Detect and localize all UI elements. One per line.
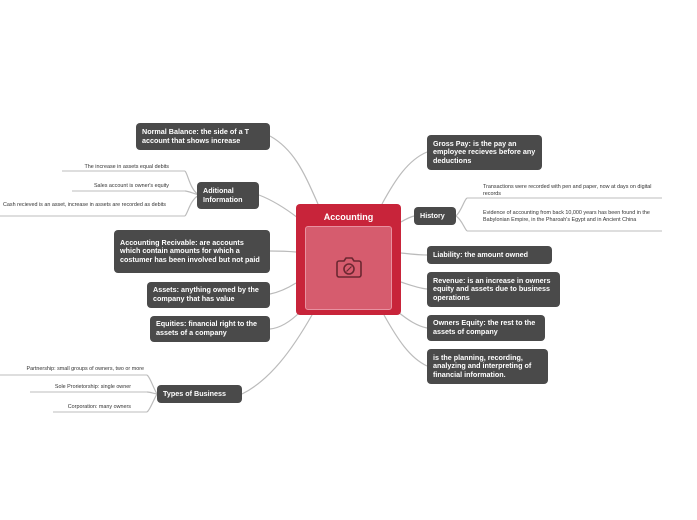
connector-equities <box>269 311 301 330</box>
connector-aditional-leaf-1 <box>184 170 200 196</box>
connector-revenue <box>400 281 428 290</box>
connector-gross-pay <box>381 151 428 205</box>
topic-equities[interactable]: Equities: financial right to the assets … <box>150 316 270 342</box>
topic-liability-label: Liability: the amount owned <box>433 249 529 259</box>
connector-assets <box>269 282 297 295</box>
leaf-aditional-info-1: The increase in assets equal debits <box>84 164 169 170</box>
leaf-aditional-info-2: Sales account is owner's equity <box>93 183 169 189</box>
connector-history <box>400 215 415 223</box>
connector-liability <box>400 252 428 256</box>
leaf-aditional-info-3: Cash recieved is an asset, increase in a… <box>3 202 167 208</box>
connector-history-leaf-1 <box>455 197 468 217</box>
topic-history[interactable]: History <box>414 207 456 225</box>
connector-types-of-business <box>241 314 313 395</box>
connector-normal-balance <box>269 135 319 205</box>
topic-equities-label: Equities: financial right to the assets … <box>156 319 258 337</box>
leaf-business-3: Corporation: many owners <box>67 404 131 410</box>
topic-liability[interactable]: Liability: the amount owned <box>427 246 552 264</box>
connector-owners-equity <box>397 311 428 329</box>
topic-assets[interactable]: Assets: anything owned by the company th… <box>147 282 270 308</box>
topic-assets-label: Assets: anything owned by the company th… <box>153 285 259 303</box>
topic-accounting-receivable[interactable]: Accounting Recivable: are accounts which… <box>114 230 270 273</box>
connector-aditional-leaf-3 <box>184 194 200 217</box>
topic-aditional-information[interactable]: Aditional Information <box>197 182 259 209</box>
central-topic-image[interactable] <box>305 226 392 310</box>
topic-normal-balance[interactable]: Normal Balance: the side of a T account … <box>136 123 270 150</box>
topic-normal-balance-label: Normal Balance: the side of a T account … <box>142 126 250 145</box>
topic-definition-label: is the planning, recording, analyzing an… <box>433 352 532 379</box>
central-topic[interactable]: Accounting <box>296 204 401 315</box>
topic-revenue-label: Revenue: is an increase in owners equity… <box>433 275 551 302</box>
leaf-business-2: Sole Prorietorship: single owner <box>54 384 131 390</box>
topic-types-of-business-label: Types of Business <box>163 388 226 398</box>
topic-gross-pay[interactable]: Gross Pay: is the pay an employee reciev… <box>427 135 542 170</box>
connector-aditional-info <box>258 194 299 219</box>
connector-definition <box>383 314 428 367</box>
camera-icon <box>336 257 362 278</box>
connector-business-leaf-3 <box>146 393 158 413</box>
topic-gross-pay-label: Gross Pay: is the pay an employee reciev… <box>433 138 536 165</box>
topic-accounting-receivable-label: Accounting Recivable: are accounts which… <box>120 237 260 264</box>
leaf-business-1: Partnership: small groups of owners, two… <box>26 366 144 372</box>
topic-revenue[interactable]: Revenue: is an increase in owners equity… <box>427 272 560 307</box>
connector-accounting-receivable <box>269 250 297 253</box>
leaf-history-2: Evidence of accounting from back 10,000 … <box>483 210 650 223</box>
connector-history-leaf-2 <box>455 215 468 232</box>
topic-owners-equity[interactable]: Owners Equity: the rest to the assets of… <box>427 315 545 341</box>
topic-aditional-information-label: Aditional Information <box>203 185 243 204</box>
topic-definition[interactable]: is the planning, recording, analyzing an… <box>427 349 548 384</box>
connector-business-leaf-2 <box>146 391 158 395</box>
leaf-history-1: Transactions were recorded with pen and … <box>483 184 652 197</box>
topic-history-label: History <box>420 210 445 220</box>
topic-owners-equity-label: Owners Equity: the rest to the assets of… <box>433 318 536 336</box>
connector-business-leaf-1 <box>146 374 158 395</box>
topic-types-of-business[interactable]: Types of Business <box>157 385 242 403</box>
central-topic-title: Accounting <box>323 212 374 222</box>
